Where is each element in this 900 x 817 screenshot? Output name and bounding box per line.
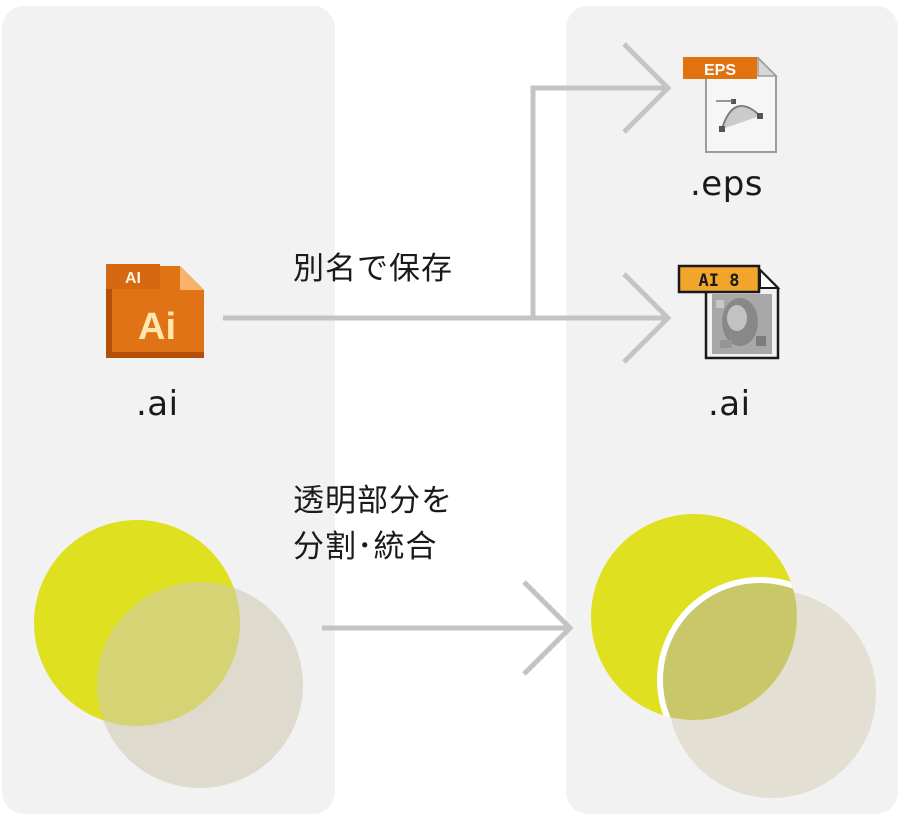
eps-file-icon: EPS	[683, 56, 778, 153]
illustrator-8-file-icon: AI 8	[677, 264, 781, 360]
eps-icon-tag: EPS	[704, 62, 736, 79]
ai8-icon-tag: AI 8	[699, 271, 740, 291]
ai8-file-ext: .ai	[708, 384, 751, 424]
arrow-branch-to-eps	[530, 85, 668, 318]
flatten-arrow	[322, 580, 574, 676]
transparent-circles	[34, 520, 303, 788]
source-file-ext: .ai	[136, 384, 179, 424]
flattened-circles	[591, 514, 876, 798]
flatten-arrow-head	[522, 580, 574, 676]
arrow-head-ai8	[622, 272, 672, 364]
flatten-label: 透明部分を 分割･統合	[293, 478, 453, 570]
beige-circle-transparent	[97, 582, 303, 788]
flatten-label-line2: 分割･統合	[293, 529, 438, 565]
arrow-head-eps	[622, 42, 672, 134]
save-as-arrows	[223, 42, 672, 364]
save-as-label: 別名で保存	[293, 251, 453, 287]
eps-file-ext: .eps	[690, 164, 764, 204]
ai-icon-badge: AI	[125, 270, 141, 287]
overlap-region	[663, 583, 797, 720]
illustrator-file-icon: AI Ai	[106, 264, 204, 358]
ai-icon-letters: Ai	[138, 306, 176, 348]
flatten-label-line1: 透明部分を	[293, 483, 453, 519]
